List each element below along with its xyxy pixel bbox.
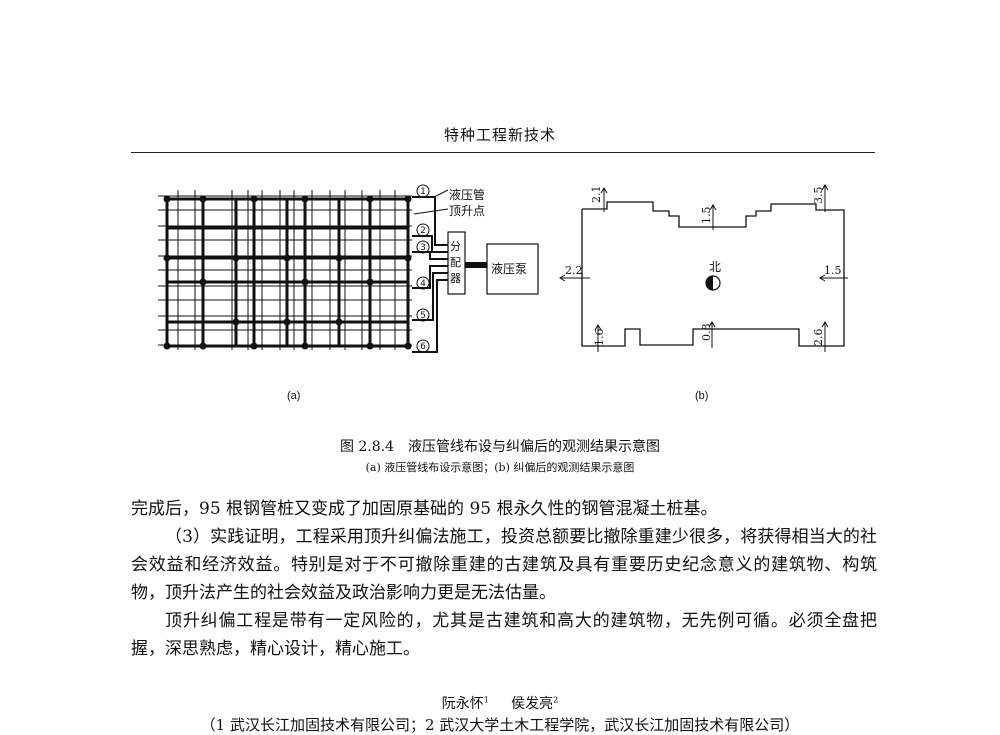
svg-text:6: 6 <box>420 342 426 352</box>
header-rule <box>131 152 875 153</box>
distributor-char-1: 分 <box>450 240 461 253</box>
author-byline: 阮永怀1 侯发亮2 <box>0 693 1000 713</box>
dim-right: 1.5 <box>824 264 842 277</box>
pump-label: 液压泵 <box>491 261 527 276</box>
dim-bottom-right: 2.6 <box>812 329 825 347</box>
author-1-affil-mark: 1 <box>483 695 489 705</box>
callout-jack-point: 顶升点 <box>449 204 485 218</box>
dim-top-right: 3.5 <box>812 187 825 205</box>
paragraph-1: 完成后，95 根钢管桩又变成了加固原基础的 95 根永久性的钢管混凝土桩基。 <box>131 499 718 519</box>
paragraph-2: （3）实践证明，工程采用顶升纠偏法施工，投资总额要比撤除重建少很多，将获得相当大… <box>131 527 877 603</box>
svg-text:4: 4 <box>420 279 426 289</box>
panel-a-plan: 1 2 3 4 5 6 <box>158 184 539 353</box>
panel-b-label: (b) <box>695 390 709 402</box>
dim-top-center: 1.5 <box>700 207 713 225</box>
author-2-affil-mark: 2 <box>553 695 559 705</box>
body-text: 完成后，95 根钢管桩又变成了加固原基础的 95 根永久性的钢管混凝土桩基。 （… <box>131 495 877 663</box>
svg-text:5: 5 <box>420 311 426 321</box>
distributor-char-3: 器 <box>450 272 461 285</box>
author-2: 侯发亮 <box>511 696 554 712</box>
dim-bottom-left: 1.6 <box>593 329 606 347</box>
affiliation: （1 武汉长江加固技术有限公司；2 武汉大学土木工程学院，武汉长江加固技术有限公… <box>200 716 800 734</box>
svg-text:2: 2 <box>420 226 426 236</box>
panel-a-label: (a) <box>287 390 301 402</box>
paragraph-3: 顶升纠偏工程是带有一定风险的，尤其是古建筑和高大的建筑物，无先例可循。必须全盘把… <box>131 611 877 659</box>
north-icon <box>705 275 721 291</box>
dim-top-left: 2.1 <box>590 186 603 204</box>
panel-b-dimension-arrows <box>559 184 848 352</box>
running-head: 特种工程新技术 <box>443 126 556 144</box>
figure-subcaption: (a) 液压管线布设示意图；(b) 纠偏后的观测结果示意图 <box>365 461 635 474</box>
figure-caption: 图 2.8.4 液压管线布设与纠偏后的观测结果示意图 <box>339 439 661 455</box>
dim-left: 2.2 <box>565 264 583 277</box>
distributor-char-2: 配 <box>450 256 461 269</box>
author-1: 阮永怀 <box>441 696 484 712</box>
callout-pipe: 液压管 <box>449 187 485 202</box>
panel-b-outline <box>581 201 845 347</box>
svg-text:1: 1 <box>420 187 426 197</box>
svg-text:3: 3 <box>420 243 426 253</box>
figure-2-8-4: 1 2 3 4 5 6 液压管 顶升点 分 配 器 液压泵 <box>158 184 848 353</box>
north-label: 北 <box>709 260 721 274</box>
dim-bottom-center: 0.8 <box>700 324 713 342</box>
